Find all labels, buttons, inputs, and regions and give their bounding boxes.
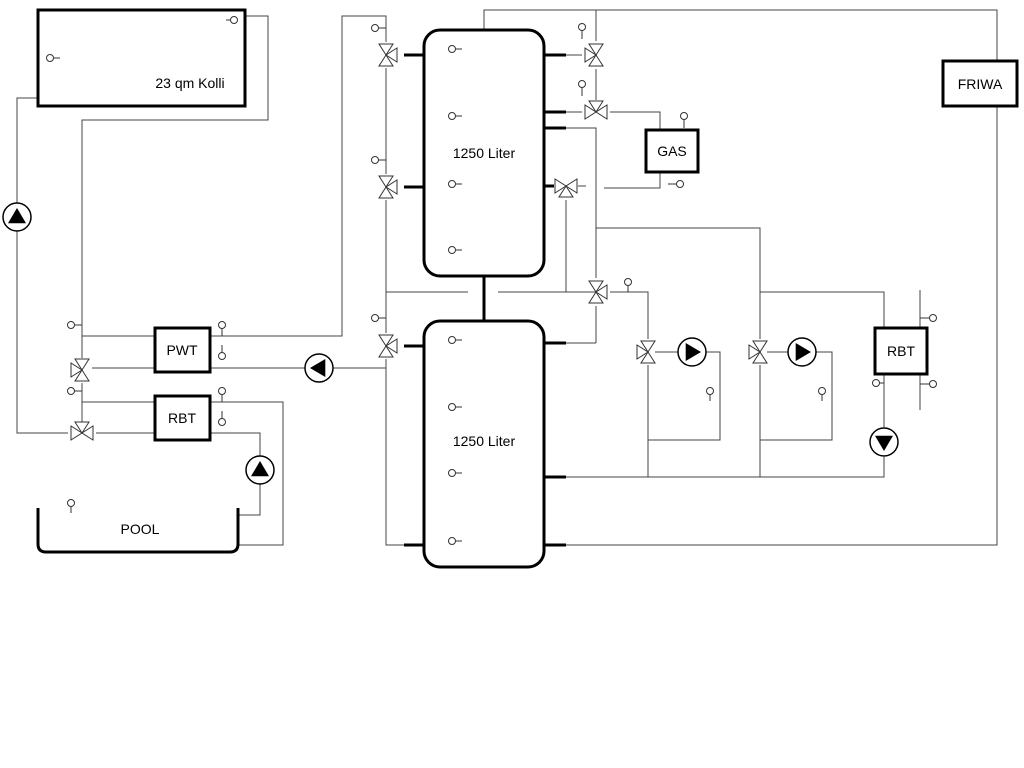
sensors	[46, 16, 937, 545]
pump-icon	[677, 337, 707, 367]
buffer-tank-bottom: 1250 Liter	[404, 319, 566, 569]
temperature-sensor-icon	[448, 180, 462, 188]
three-way-valve-icon	[584, 100, 608, 120]
temperature-sensor-icon	[226, 16, 238, 24]
temperature-sensor-icon	[920, 314, 937, 322]
temperature-sensor-icon	[624, 278, 632, 292]
temperature-sensor-icon	[448, 336, 462, 344]
three-way-valve-icon	[554, 178, 578, 198]
pwt-label: PWT	[166, 342, 198, 358]
three-way-valve-icon	[584, 43, 604, 67]
temperature-sensor-icon	[818, 387, 826, 401]
temperature-sensor-icon	[448, 403, 462, 411]
temperature-sensor-icon	[920, 380, 937, 388]
buffer-tank-top: 1250 Liter	[404, 28, 566, 278]
rbt-right-label: RBT	[887, 343, 915, 359]
three-way-valve-icon	[636, 340, 656, 364]
temperature-sensor-icon	[67, 499, 75, 513]
three-way-valve-icon	[378, 334, 398, 358]
friwa-station: FRIWA	[941, 59, 1019, 108]
temperature-sensor-icon	[872, 379, 884, 387]
temperature-sensor-icon	[448, 246, 462, 254]
temperature-sensor-icon	[218, 321, 226, 336]
three-way-valve-icon	[748, 340, 768, 364]
pumps	[2, 202, 899, 485]
temperature-sensor-icon	[371, 24, 386, 32]
temperature-sensor-icon	[46, 54, 60, 62]
three-way-valve-icon	[378, 43, 398, 67]
gas-label: GAS	[657, 143, 687, 159]
pump-icon	[869, 427, 899, 457]
temperature-sensor-icon	[578, 23, 586, 39]
three-way-valve-icon	[378, 175, 398, 199]
valves	[70, 43, 768, 441]
pump-icon	[2, 202, 32, 232]
tank-top-label: 1250 Liter	[453, 145, 516, 161]
temperature-sensor-icon	[218, 387, 226, 402]
three-way-valve-icon	[70, 421, 94, 441]
pool: POOL	[36, 508, 240, 554]
temperature-sensor-icon	[448, 537, 462, 545]
temperature-sensor-icon	[218, 411, 226, 426]
tank-bottom-label: 1250 Liter	[453, 433, 516, 449]
temperature-sensor-icon	[218, 345, 226, 360]
pump-icon	[245, 455, 275, 485]
collector-label: 23 qm Kolli	[155, 75, 224, 91]
pool-label: POOL	[121, 521, 160, 537]
temperature-sensor-icon	[448, 469, 462, 477]
temperature-sensor-icon	[67, 321, 82, 329]
pwt-heat-exchanger: PWT	[153, 326, 212, 374]
gas-boiler: GAS	[644, 128, 700, 174]
temperature-sensor-icon	[668, 180, 684, 188]
solar-collector: 23 qm Kolli	[36, 8, 247, 108]
three-way-valve-icon	[70, 358, 90, 382]
rbt-left: RBT	[153, 394, 212, 442]
pump-icon	[787, 337, 817, 367]
three-way-valve-icon	[588, 280, 608, 304]
pump-icon	[304, 353, 334, 383]
temperature-sensor-icon	[578, 80, 586, 96]
friwa-label: FRIWA	[958, 76, 1003, 92]
rbt-right: RBT	[873, 326, 929, 376]
temperature-sensor-icon	[371, 156, 386, 164]
temperature-sensor-icon	[371, 314, 386, 322]
pipes	[16, 9, 998, 546]
rbt-left-label: RBT	[168, 410, 196, 426]
temperature-sensor-icon	[448, 112, 462, 120]
temperature-sensor-icon	[67, 387, 82, 395]
temperature-sensor-icon	[448, 45, 462, 53]
temperature-sensor-icon	[680, 112, 688, 128]
temperature-sensor-icon	[706, 387, 714, 401]
